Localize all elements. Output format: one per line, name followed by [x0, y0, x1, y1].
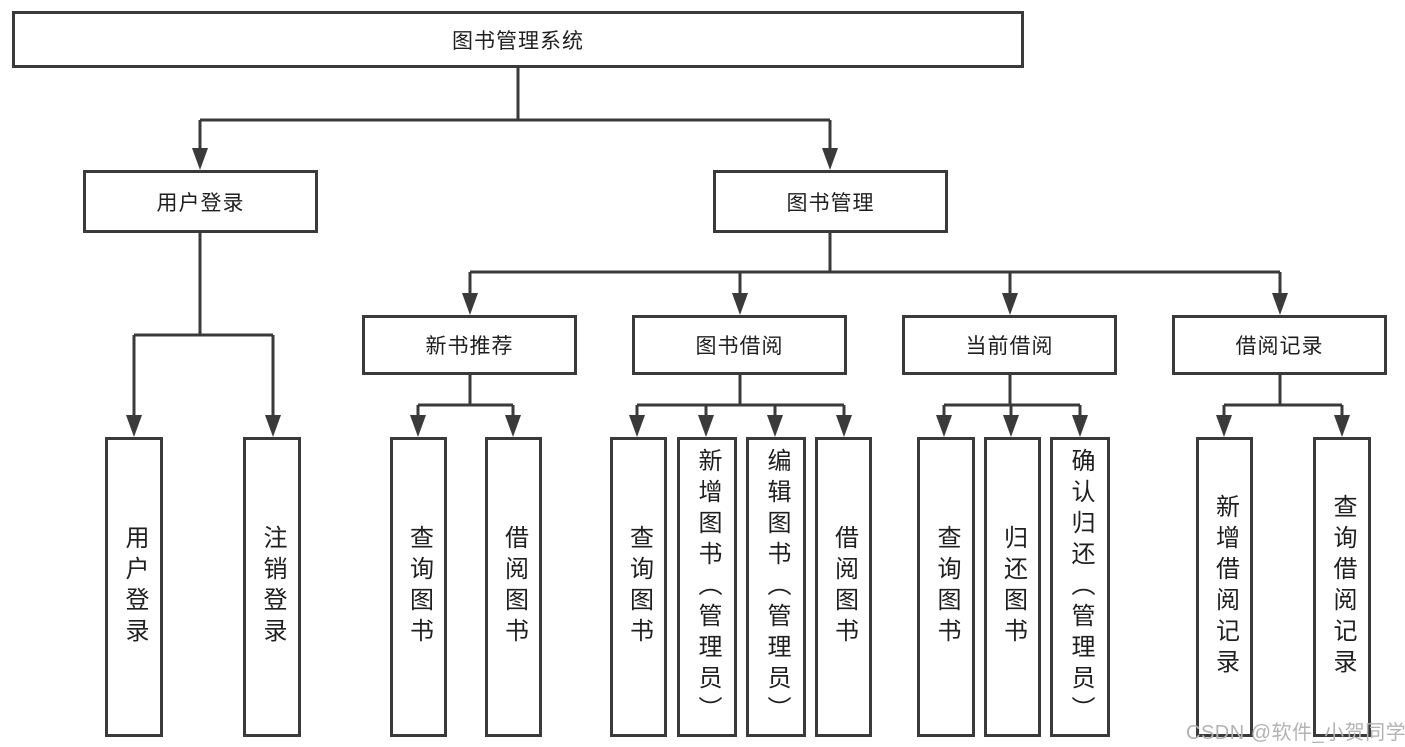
leaf-cb-query-books: 查询图书: [917, 437, 975, 737]
leaf-bb-edit-books-admin: 编辑图书（管理员）: [746, 437, 806, 737]
node-borrowing-records: 借阅记录: [1172, 315, 1387, 375]
leaf-br-query-record: 查询借阅记录: [1313, 437, 1371, 737]
node-label: 查询借阅记录: [1329, 494, 1356, 680]
node-label: 新增图书（管理员）: [694, 447, 721, 727]
node-label: 借阅图书: [500, 525, 528, 649]
leaf-br-add-record: 新增借阅记录: [1196, 437, 1253, 737]
node-label: 图书借阅: [695, 335, 784, 358]
node-label: 用户登录: [121, 525, 148, 649]
leaf-nb-borrow-books: 借阅图书: [485, 437, 542, 737]
node-book-management: 图书管理: [713, 170, 948, 233]
node-current-borrowing: 当前借阅: [902, 315, 1117, 375]
node-label: 归还图书: [999, 525, 1027, 649]
node-label: 新增借阅记录: [1211, 494, 1239, 680]
node-label: 新书推荐: [425, 335, 514, 358]
node-library-management-system: 图书管理系统: [12, 11, 1024, 68]
node-label: 查询图书: [405, 525, 433, 649]
node-label: 编辑图书（管理员）: [763, 447, 790, 727]
leaf-logout: 注销登录: [243, 437, 301, 737]
leaf-nb-query-books: 查询图书: [390, 437, 447, 737]
leaf-cb-return-books: 归还图书: [984, 437, 1041, 737]
node-label: 图书管理: [786, 191, 875, 215]
node-label: 借阅记录: [1235, 335, 1324, 358]
node-new-book-recommend: 新书推荐: [362, 315, 577, 375]
leaf-bb-add-books-admin: 新增图书（管理员）: [677, 437, 737, 737]
node-book-borrowing: 图书借阅: [632, 315, 847, 375]
leaf-cb-confirm-return-admin: 确认归还（管理员）: [1050, 437, 1110, 737]
node-label: 图书管理系统: [452, 29, 584, 53]
node-label: 注销登录: [259, 525, 286, 649]
node-label: 查询图书: [933, 525, 960, 649]
leaf-bb-borrow-books: 借阅图书: [815, 437, 872, 737]
csdn-watermark: CSDN @软件_小贺同学: [1186, 722, 1405, 744]
node-label: 借阅图书: [830, 525, 858, 649]
node-label: 当前借阅: [965, 335, 1054, 358]
node-label: 确认归还（管理员）: [1067, 447, 1094, 727]
node-label: 用户登录: [156, 191, 245, 215]
leaf-bb-query-books: 查询图书: [610, 437, 667, 737]
leaf-user-login: 用户登录: [105, 437, 163, 737]
node-label: 查询图书: [625, 525, 653, 649]
node-user-login: 用户登录: [83, 170, 318, 233]
